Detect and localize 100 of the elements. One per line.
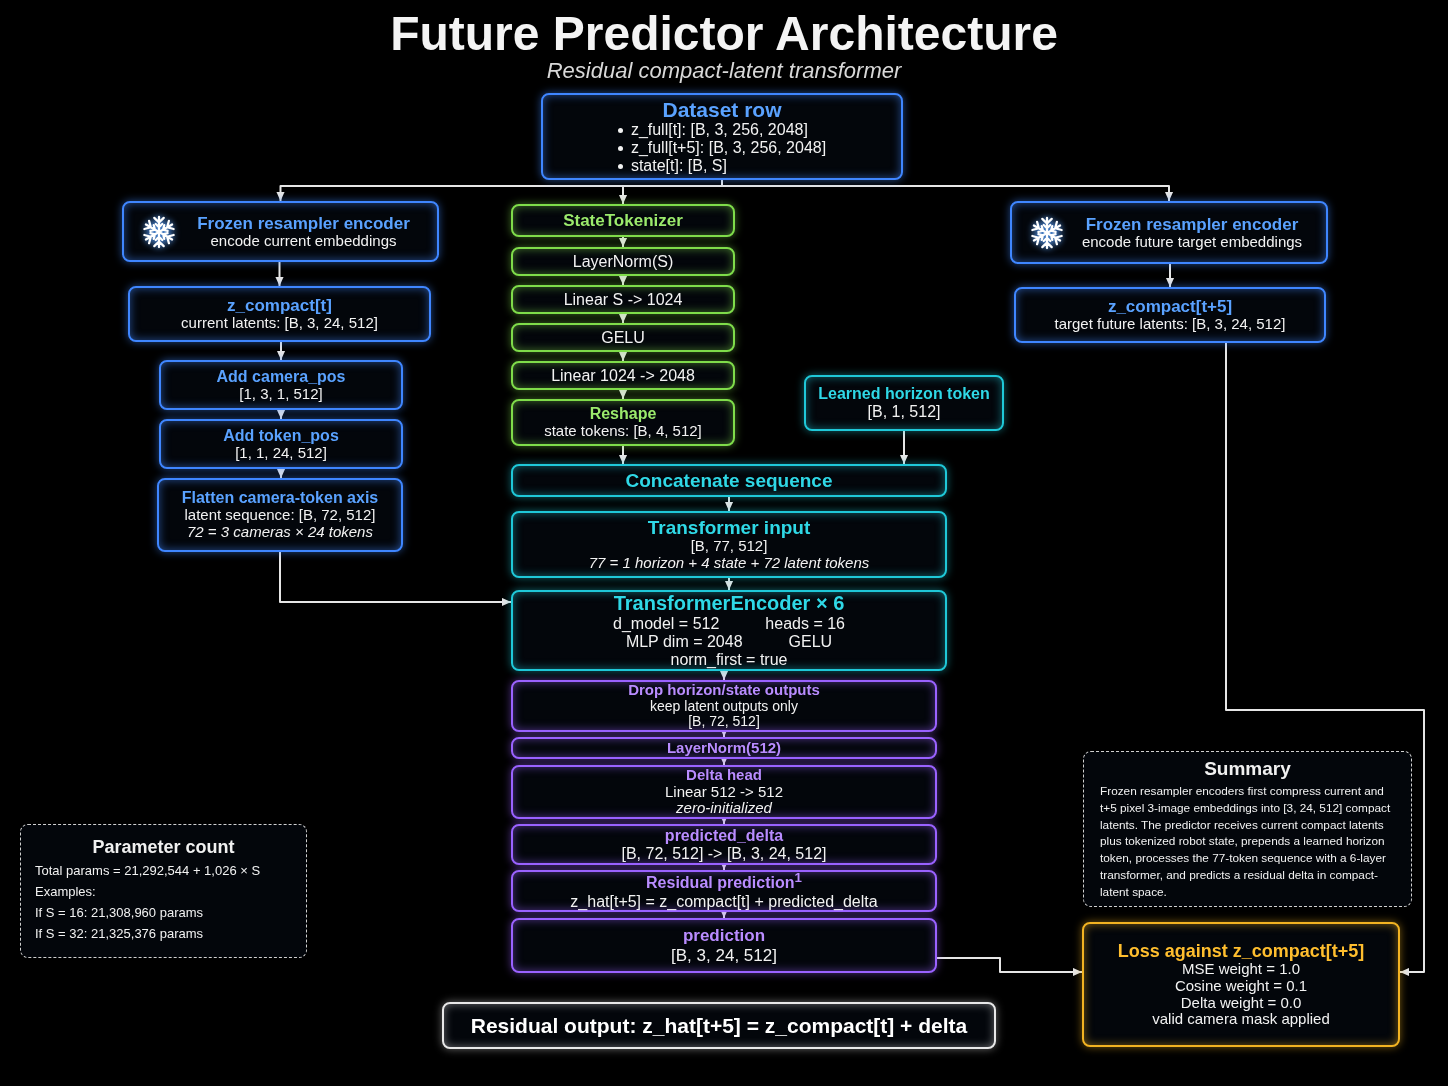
box-text: [1, 3, 1, 512]: [239, 385, 323, 403]
process-box: [511, 323, 735, 352]
box-text: Examples:: [35, 883, 96, 902]
process-box: [511, 590, 947, 671]
box-text: norm_first = true: [670, 650, 788, 669]
box-title: Delta head: [686, 766, 762, 784]
box-title: Dataset row: [662, 97, 782, 122]
box-title: Summary: [1204, 757, 1291, 779]
box-text: [B, 72, 512] -> [B, 3, 24, 512]: [621, 844, 827, 863]
box-title: Parameter count: [92, 837, 235, 858]
box-text: valid camera mask applied: [1152, 1011, 1330, 1029]
box-title: Add token_pos: [223, 426, 339, 445]
process-box: [511, 765, 937, 819]
box-title: predicted_delta: [664, 826, 784, 845]
process-box: [511, 361, 735, 390]
arrow: [276, 468, 286, 479]
box-text: If S = 16: 21,308,960 params: [35, 904, 204, 923]
process-box: [159, 419, 403, 469]
arrow: [275, 261, 284, 287]
box-text: [B, 1, 512]: [867, 403, 941, 421]
process-box: [128, 286, 431, 342]
box-text: LayerNorm(S): [572, 252, 674, 271]
box-title: Learned horizon token: [818, 385, 990, 403]
box-text: MLP dim = 2048: [625, 632, 743, 651]
box-text: 72 = 3 cameras × 24 tokens: [187, 523, 373, 541]
arrow: [719, 670, 729, 681]
box-text: Linear 512 -> 512: [665, 783, 783, 801]
box-title: z_compact[t+5]: [1107, 297, 1233, 317]
process-box: [511, 464, 947, 497]
arrow: [276, 185, 624, 202]
note-box: [20, 824, 307, 958]
box-title: Concatenate sequence: [625, 469, 833, 492]
box-text: 77 = 1 horizon + 4 state + 72 latent tokens: [588, 555, 870, 572]
process-box: [511, 247, 735, 276]
box-text: Frozen resampler encoders first compress current and t+5 pixel 3-image embeddings into [3, 24, 512] compact latents. The predictor receives current compact latents plus tokenized robot state, prepends a learned horizon token, processes the 77-token sequence with a 6-layer transformer, and predicts a residual delta in compact-latent space.: [1100, 783, 1392, 901]
box-text: heads = 16: [765, 614, 845, 633]
box-title: LayerNorm(512): [666, 739, 782, 757]
arrow: [618, 313, 628, 324]
box-text: Linear 1024 -> 2048: [551, 366, 695, 385]
process-box: [1010, 201, 1328, 264]
box-title: Drop horizon/state outputs: [628, 681, 820, 699]
process-box: [511, 680, 937, 732]
box-text: Total params = 21,292,544 + 1,026 × S: [35, 862, 261, 881]
box-text: target future latents: [B, 3, 24, 512]: [1054, 316, 1286, 333]
result-box: [442, 1002, 996, 1049]
process-box: [804, 375, 1004, 431]
loss-box: [1082, 922, 1400, 1047]
box-title: Add camera_pos: [216, 367, 346, 386]
arrow: [719, 756, 729, 766]
arrow: [724, 496, 734, 512]
box-title: Residual prediction$^{1}$: [646, 871, 802, 893]
arrow: [279, 551, 512, 607]
box-text: z_hat[t+5] = z_compact[t] + predicted_delta: [570, 892, 878, 911]
arrow: [618, 185, 628, 205]
process-box: [159, 360, 403, 410]
box-text: [B, 72, 512]: [688, 714, 760, 731]
arrow: [276, 409, 286, 420]
box-text: GELU: [788, 632, 833, 651]
process-box: [511, 399, 735, 446]
box-text: encode current embeddings: [210, 232, 397, 250]
arrow: [721, 185, 1174, 202]
box-text: Delta weight = 0.0: [1180, 994, 1302, 1012]
arrow: [936, 957, 1083, 977]
box-title: z_compact[t]: [227, 296, 332, 316]
process-box: [157, 478, 403, 552]
box-text: MSE weight = 1.0: [1182, 961, 1300, 978]
box-title: TransformerEncoder × 6: [613, 592, 845, 615]
arrow: [618, 445, 628, 465]
box-text: encode future target embeddings: [1081, 233, 1303, 251]
box-text: GELU: [601, 328, 645, 347]
box-text: If S = 32: 21,325,376 params: [35, 924, 204, 943]
arrow: [618, 389, 628, 400]
process-box: [511, 204, 735, 237]
note-box: [1083, 751, 1412, 907]
arrow: [276, 341, 286, 361]
process-box: [511, 737, 937, 759]
process-box: [122, 201, 439, 262]
box-title: Transformer input: [647, 517, 811, 539]
process-box: [511, 285, 735, 314]
process-box: [511, 511, 947, 578]
process-box: [1014, 287, 1326, 343]
arrow: [618, 236, 628, 248]
diagram-title: Future Predictor Architecture: [390, 6, 1058, 61]
arrow: [1165, 263, 1175, 288]
arrow: [618, 351, 628, 362]
box-text: d_model = 512: [613, 614, 720, 633]
box-text: state tokens: [B, 4, 512]: [544, 423, 702, 440]
process-box: [541, 93, 903, 180]
box-title: Residual output: z_hat[t+5] = z_compact[t] + delta: [470, 1013, 968, 1038]
box-title: Flatten camera-token axis: [181, 489, 379, 508]
process-box: [511, 918, 937, 973]
process-box: [511, 824, 937, 865]
box-text: keep latent outputs only: [650, 698, 798, 715]
arrow: [1225, 342, 1425, 977]
box-title: StateTokenizer: [563, 211, 683, 230]
box-title: Loss against z_compact[t+5]: [1117, 940, 1365, 961]
box-text: latent sequence: [B, 72, 512]: [184, 507, 376, 524]
process-box: [511, 870, 937, 912]
box-text: [B, 3, 24, 512]: [671, 945, 777, 965]
diagram-subtitle: Residual compact-latent transformer: [546, 58, 902, 84]
